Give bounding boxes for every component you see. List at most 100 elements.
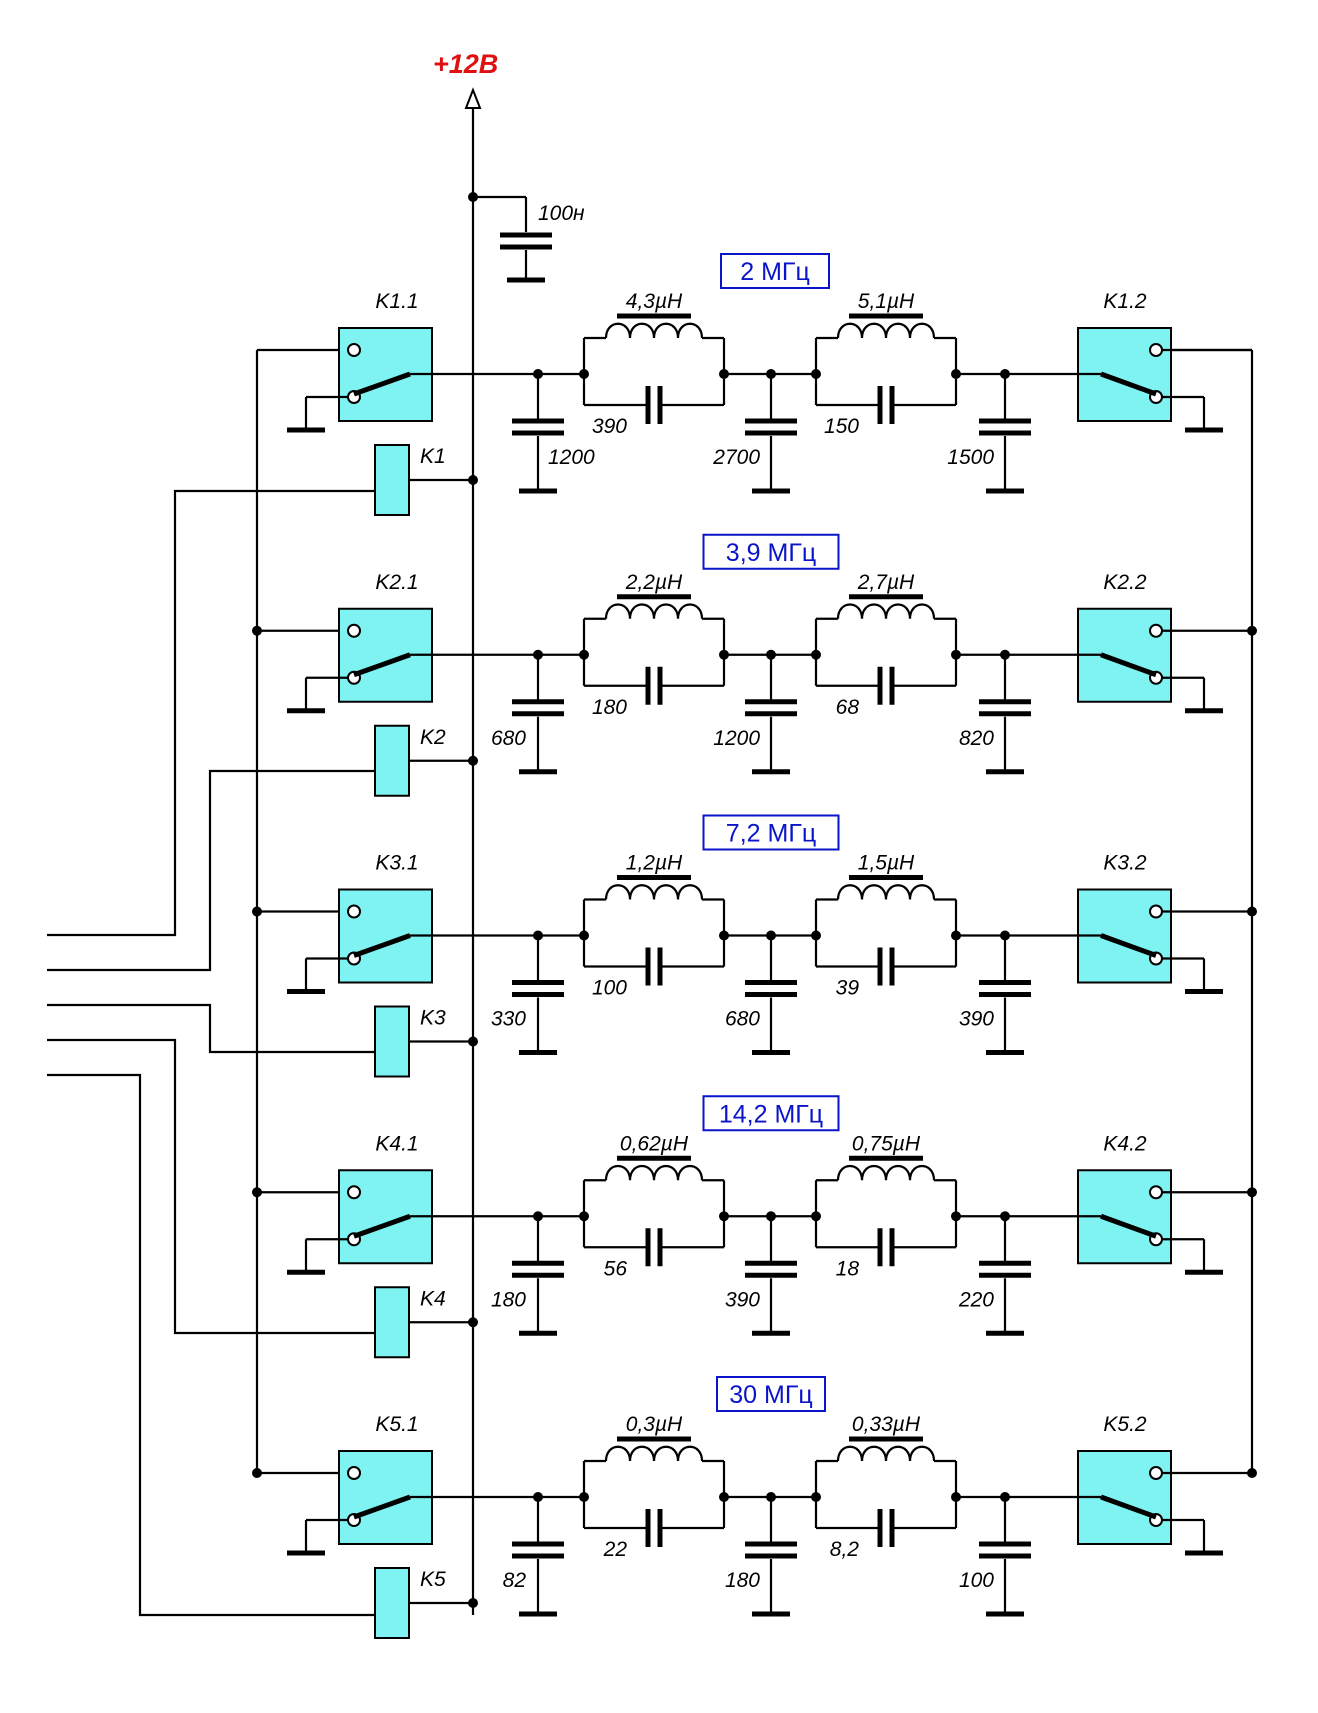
- band-label-box: [720, 253, 830, 289]
- inductor-coil: [836, 1445, 936, 1462]
- shunt-capacitor-label: 180: [725, 1569, 760, 1592]
- band-label: 2 МГц: [740, 258, 810, 286]
- junction-dot: [1247, 1187, 1257, 1198]
- relay-pin: [1149, 343, 1163, 357]
- inductor-label: 2,2µH: [625, 571, 683, 594]
- relay-coil-label: K1: [420, 445, 446, 468]
- relay-coil-label: K5: [420, 1568, 446, 1591]
- junction-dot: [1247, 1468, 1257, 1478]
- shunt-capacitor-label: 2700: [712, 446, 760, 469]
- shunt-capacitor-label: 100: [959, 1569, 994, 1592]
- inductor-label: 0,75µH: [852, 1132, 921, 1155]
- inductor-coil: [604, 322, 704, 339]
- shunt-capacitor-label: 180: [491, 1288, 526, 1311]
- inductor-coil: [604, 1164, 704, 1181]
- relay-pin: [1149, 623, 1163, 638]
- relay-label-output: K4.2: [1103, 1132, 1147, 1155]
- inductor-coil: [836, 1164, 936, 1181]
- relay-label-input: K4.1: [375, 1132, 418, 1155]
- relay-coil: [374, 1286, 410, 1359]
- inductor-coil: [836, 322, 936, 339]
- inductor-coil: [604, 603, 704, 619]
- relay-label-output: K1.2: [1103, 290, 1147, 313]
- relay-switch-arm: [353, 1213, 411, 1239]
- relay-pin: [347, 904, 361, 919]
- parallel-capacitor-label: 8,2: [830, 1538, 860, 1561]
- relay-label-output: K5.2: [1103, 1413, 1147, 1436]
- inductor-label: 0,3µH: [626, 1413, 683, 1436]
- inductor-coil: [836, 884, 936, 900]
- shunt-capacitor-label: 220: [958, 1288, 994, 1311]
- inductor-label: 0,33µH: [852, 1413, 921, 1436]
- band-label-box: [702, 1095, 840, 1132]
- relay-coil-label: K3: [420, 1007, 446, 1030]
- relay-label-input: K3.1: [375, 852, 418, 875]
- parallel-capacitor-label: 18: [836, 1257, 860, 1280]
- inductor-label: 0,62µH: [620, 1132, 689, 1155]
- shunt-capacitor-label: 82: [503, 1569, 527, 1592]
- inductor-coil: [604, 884, 704, 900]
- parallel-capacitor-label: 56: [604, 1257, 628, 1280]
- relay-switch-arm: [1100, 933, 1157, 958]
- relay-switch-arm: [1100, 652, 1157, 678]
- relay-coil: [374, 444, 410, 516]
- band-label-box: [702, 814, 840, 851]
- inductor-label: 4,3µH: [626, 290, 683, 313]
- inductor-label: 1,5µH: [858, 852, 915, 875]
- inductor-label: 5,1µH: [858, 290, 915, 313]
- decoupling-cap-label: 100н: [538, 202, 585, 225]
- relay-coil-label: K2: [420, 726, 446, 749]
- parallel-capacitor-label: 180: [592, 696, 627, 719]
- relay-pin: [1149, 1185, 1163, 1200]
- relay-switch-arm: [353, 652, 411, 678]
- band-label: 3,9 МГц: [726, 539, 816, 567]
- parallel-capacitor-label: 22: [603, 1538, 628, 1561]
- relay-label-output: K3.2: [1103, 852, 1147, 875]
- junction-dot: [1247, 625, 1257, 636]
- control-line-k2: [47, 769, 375, 972]
- relay-coil: [374, 1567, 410, 1639]
- junction-dot: [468, 1598, 478, 1608]
- shunt-capacitor-label: 680: [491, 727, 526, 750]
- relay-label-input: K1.1: [375, 290, 418, 313]
- band-label: 7,2 МГц: [726, 820, 816, 848]
- relay-pin: [1149, 904, 1163, 919]
- shunt-capacitor-label: 390: [725, 1288, 760, 1311]
- relay-switch-arm: [353, 933, 411, 958]
- relay-pin: [1149, 1466, 1163, 1480]
- parallel-capacitor-label: 39: [836, 977, 860, 1000]
- control-line-k5: [47, 1073, 375, 1617]
- relay-switch-arm: [1100, 371, 1157, 397]
- inductor-coil: [604, 1445, 704, 1462]
- junction-dot: [468, 1036, 478, 1047]
- junction-dot: [468, 1317, 478, 1328]
- parallel-capacitor-label: 390: [592, 415, 627, 438]
- relay-label-input: K2.1: [375, 571, 418, 594]
- control-line-k3: [47, 1003, 375, 1054]
- control-line-k1: [47, 489, 375, 937]
- inductor-label: 2,7µH: [857, 571, 915, 594]
- relay-switch-arm: [1100, 1494, 1157, 1520]
- supply-section: +12В 100н: [47, 49, 1254, 1617]
- junction-dot: [468, 475, 478, 485]
- relay-switch-arm: [353, 1494, 411, 1520]
- relay-pin: [347, 623, 361, 638]
- relay-label-input: K5.1: [375, 1413, 418, 1436]
- parallel-capacitor-label: 68: [836, 696, 860, 719]
- relay-pin: [347, 1185, 361, 1200]
- shunt-capacitor-label: 1200: [713, 727, 760, 750]
- relay-label-output: K2.2: [1103, 571, 1147, 594]
- band-label-box: [702, 533, 840, 570]
- inductor-label: 1,2µH: [626, 852, 683, 875]
- band-label-box: [716, 1376, 826, 1412]
- shunt-capacitor-label: 1500: [947, 446, 994, 469]
- parallel-capacitor-label: 100: [592, 977, 627, 1000]
- relay-pin: [347, 343, 361, 357]
- relay-coil-label: K4: [420, 1287, 446, 1310]
